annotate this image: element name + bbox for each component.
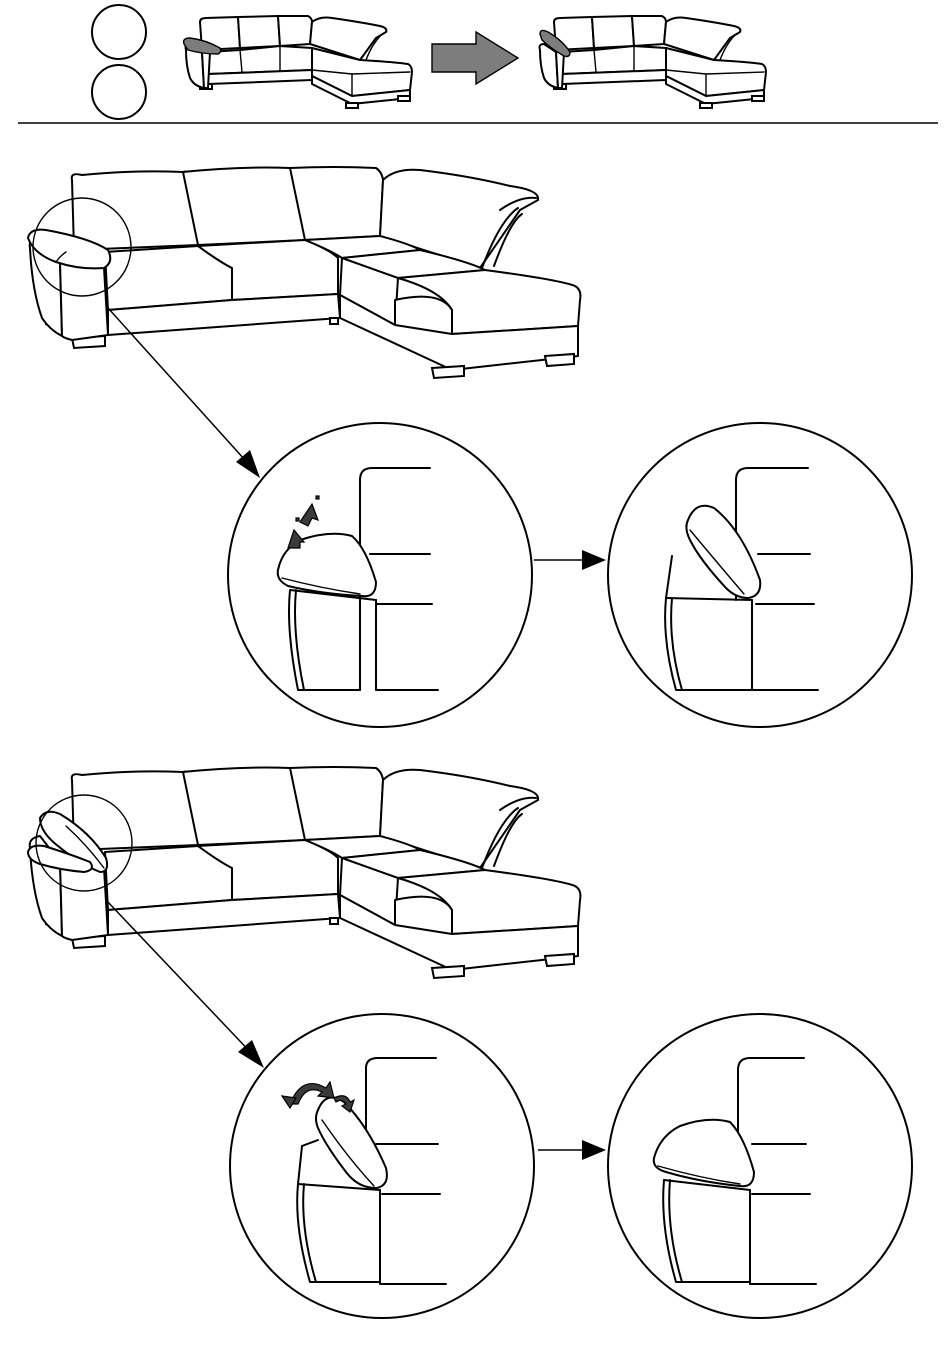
armrest-cushion-tilted [316,1098,387,1189]
detail-after-raise [608,423,912,727]
detail-connector-arrowhead-1 [582,550,606,570]
panel-tilt-headrest [28,767,912,1318]
leader-line-1 [108,308,254,470]
header-strip [18,5,938,123]
detail-connector-arrowhead-2 [582,1140,606,1160]
corner-sofa-1 [28,167,580,378]
panel-raise-headrest [28,167,912,727]
step-marker-top [92,5,146,59]
detail-before-raise [228,423,532,727]
small-sofa-after [540,16,767,108]
step-marker-bottom [92,65,146,119]
corner-sofa-2 [28,767,580,978]
small-sofa-before [184,16,412,108]
gray-right-arrow [432,32,518,84]
detail-before-tilt [230,1014,534,1318]
detail-after-tilt [608,1014,912,1318]
armrest-cushion-raised [686,506,760,598]
